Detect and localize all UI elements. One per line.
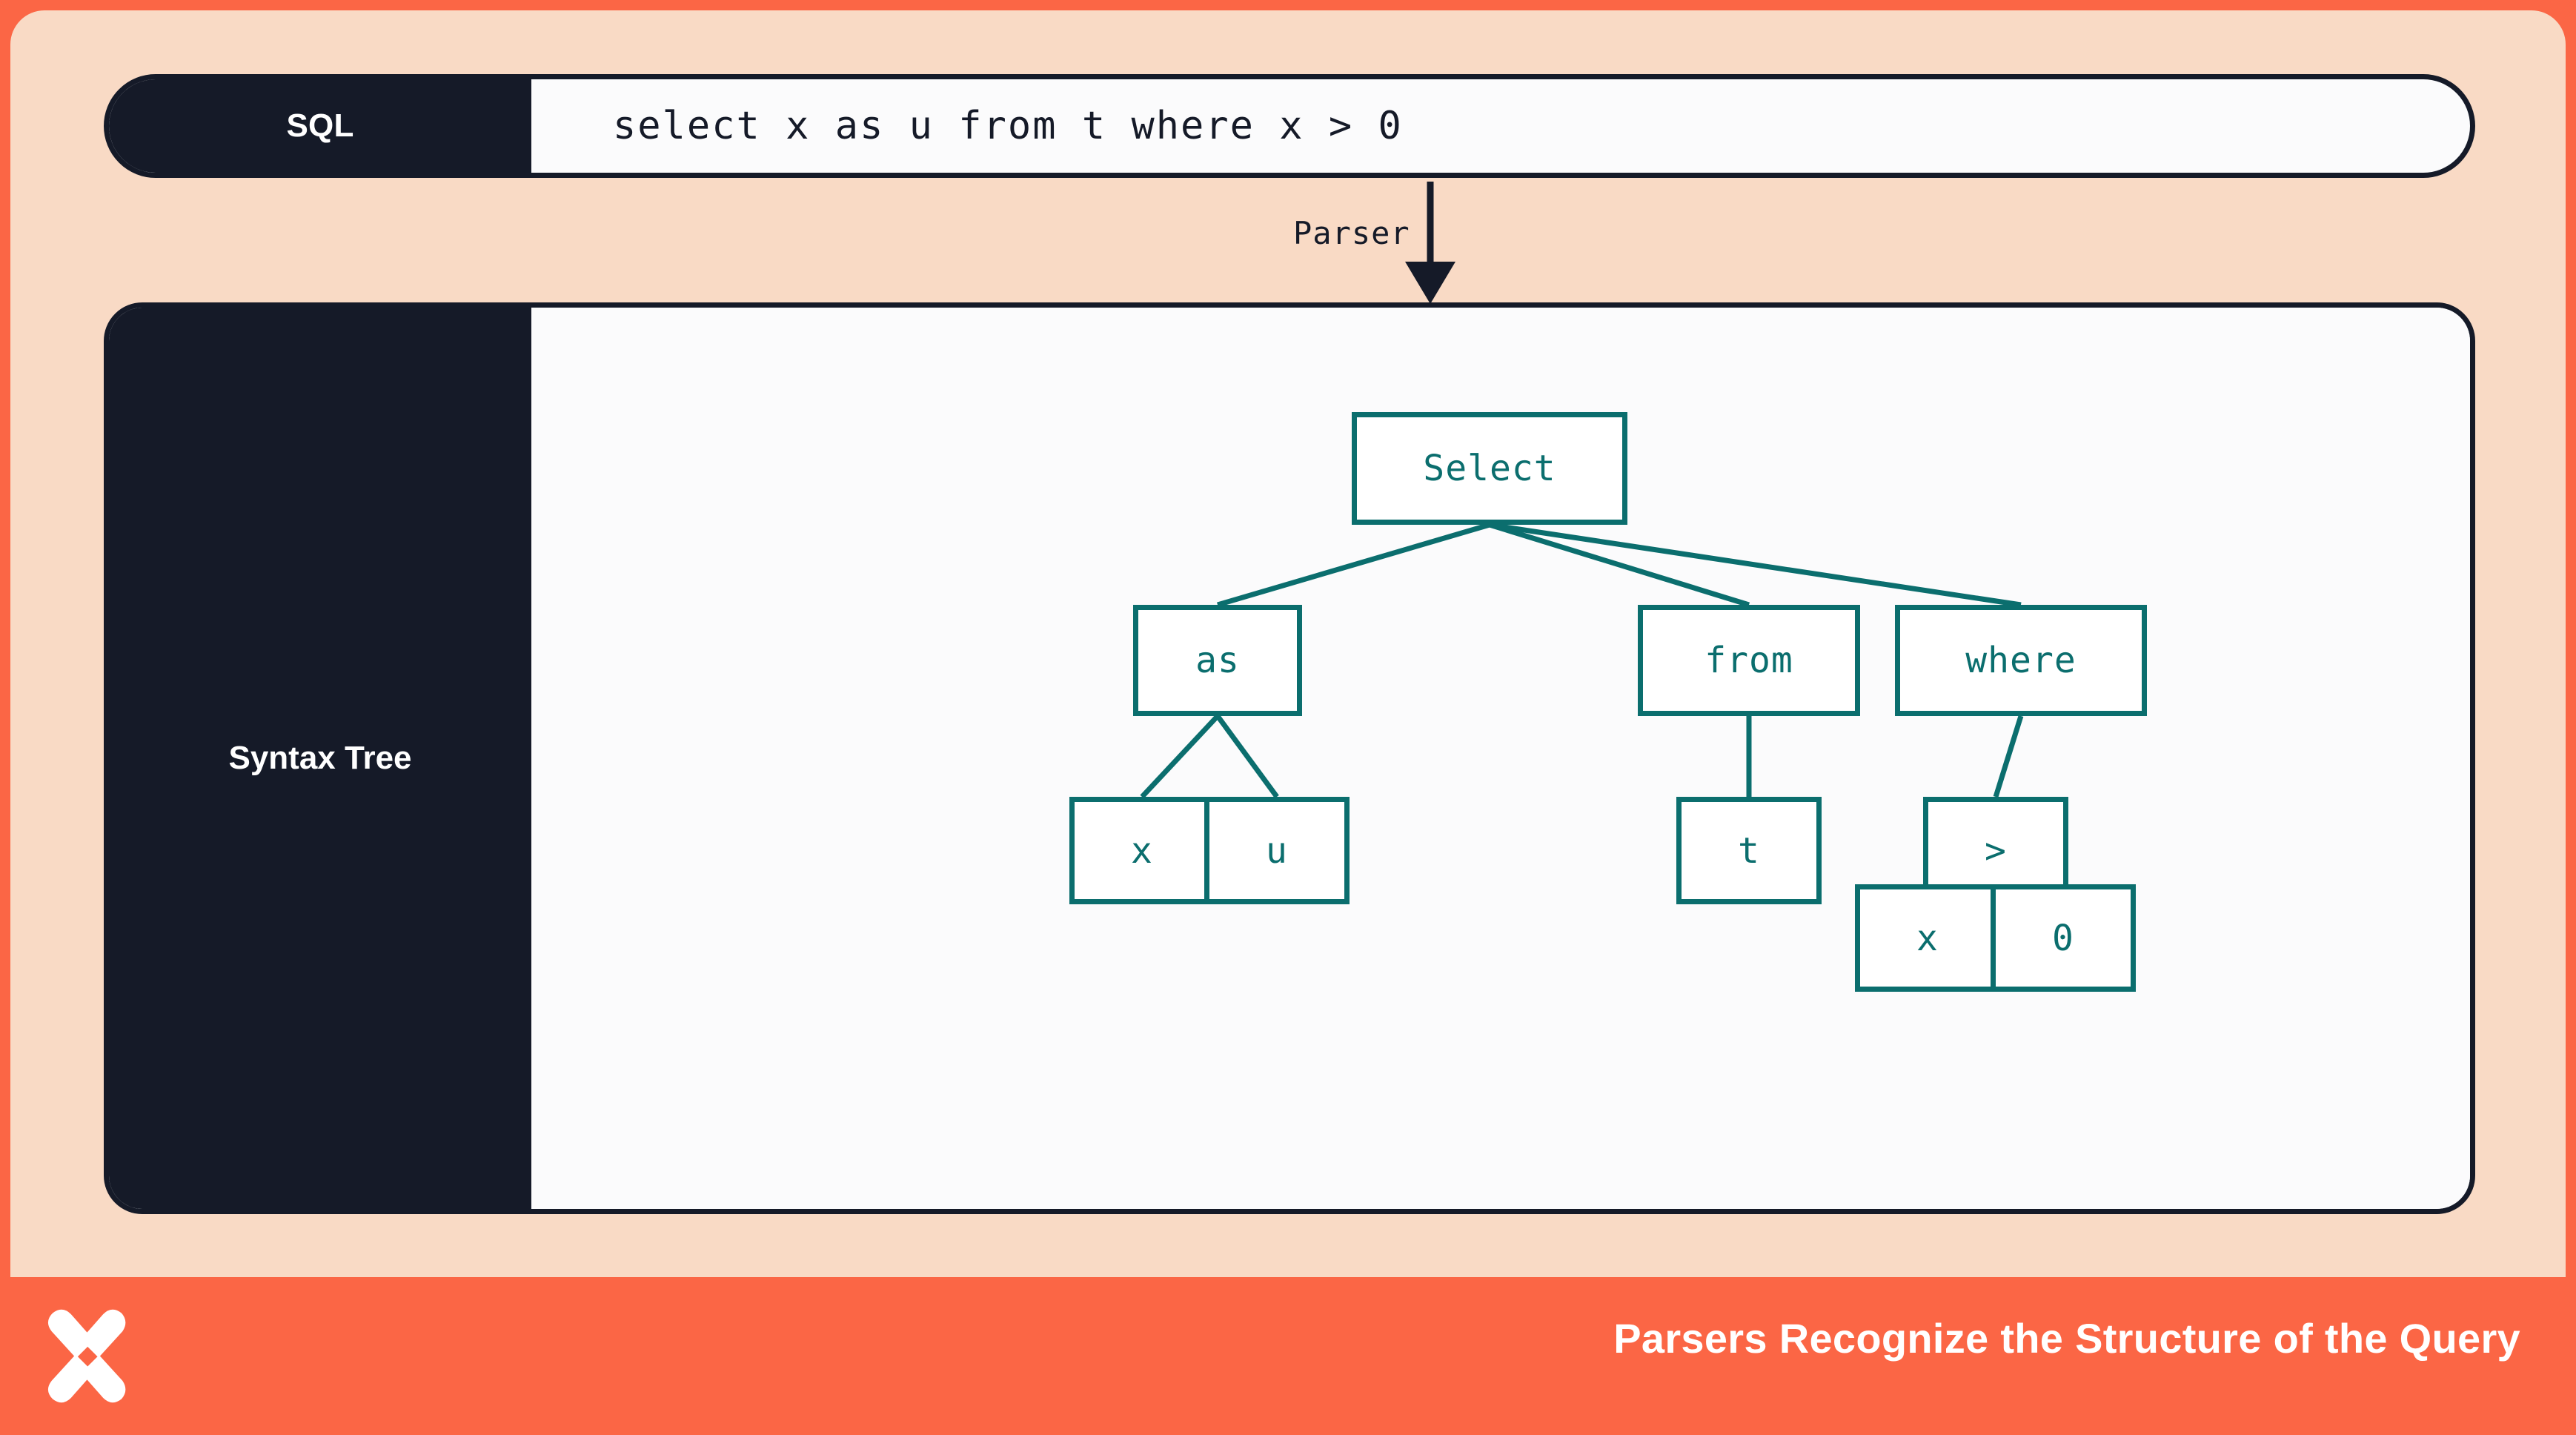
footer-tagline: Parsers Recognize the Structure of the Q… [1613,1315,2520,1362]
syntax-tree-panel-label: Syntax Tree [109,308,531,1209]
sql-row-label: SQL [109,79,531,173]
tree-node-zero: 0 [1991,884,2136,992]
tree-node-x2: x [1855,884,2000,992]
parser-caption: Parser [1293,215,1410,251]
parser-arrow [1260,182,1571,308]
tree-node-label: x [1916,917,1939,959]
tree-node-label: from [1704,640,1793,681]
tree-node-from: from [1638,605,1860,716]
tree-node-label: as [1195,640,1240,681]
syntax-tree-panel: Syntax Tree Select as from where x u t > x 0 [104,302,2475,1214]
tree-node-label: t [1738,829,1760,872]
syntax-tree-edges [1140,522,2064,907]
sql-query-text: select x as u from t where x > 0 [613,104,1403,148]
tree-node-label: where [1965,640,2077,681]
tree-node-as: as [1133,605,1302,716]
sql-row: SQL select x as u from t where x > 0 [104,74,2475,178]
tree-node-where: where [1895,605,2147,716]
tree-node-x1: x [1069,797,1215,904]
tree-node-t: t [1676,797,1822,904]
x-mark-logo-icon [33,1302,141,1410]
tree-node-u: u [1204,797,1350,904]
footer-bar: Parsers Recognize the Structure of the Q… [0,1277,2576,1435]
tree-node-label: 0 [2052,917,2074,959]
tree-node-label: x [1131,829,1153,872]
tree-node-label: > [1985,829,2007,872]
syntax-tree-canvas: Select as from where x u t > x 0 [531,308,2470,1209]
tree-node-label: Select [1423,448,1556,489]
tree-node-select: Select [1352,412,1627,525]
tree-node-label: u [1266,829,1288,872]
